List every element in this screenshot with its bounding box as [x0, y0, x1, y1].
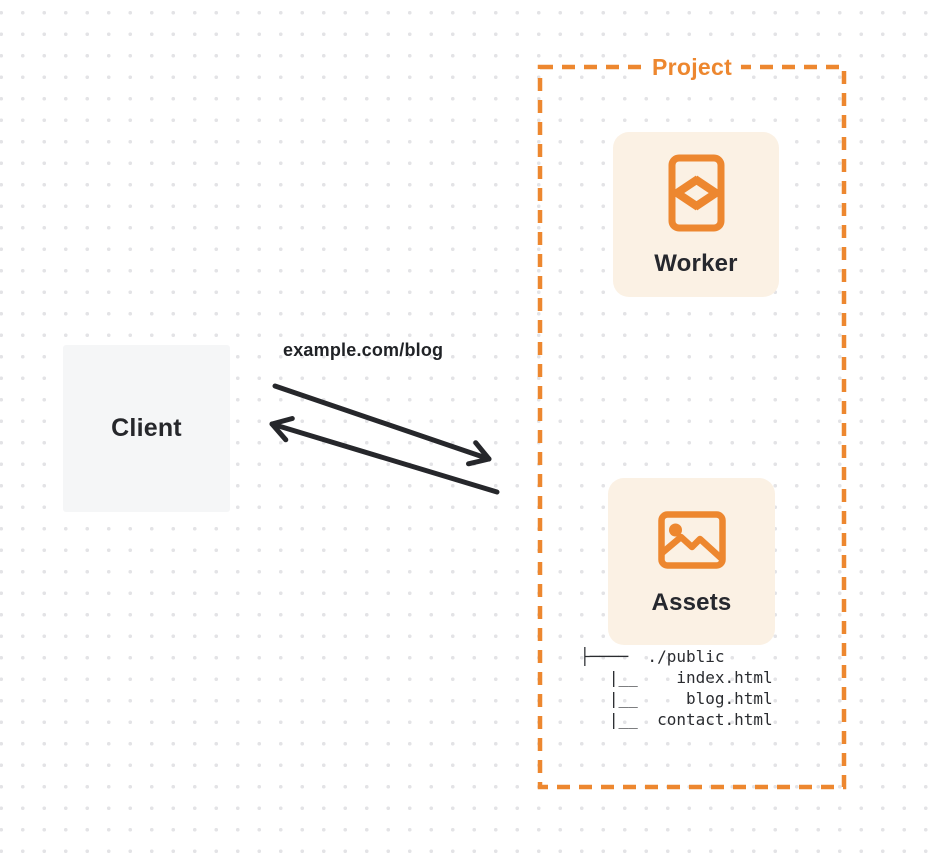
- client-node: Client: [63, 345, 230, 512]
- worker-node: Worker: [613, 132, 779, 297]
- project-to-client-arrow: [269, 416, 500, 495]
- assets-node: Assets: [608, 478, 775, 645]
- picture-icon: [657, 510, 726, 569]
- worker-label: Worker: [654, 249, 738, 277]
- request-url-label: example.com/blog: [283, 340, 444, 360]
- client-to-project-arrow: [272, 383, 492, 467]
- client-label: Client: [111, 414, 182, 442]
- code-document-icon: [668, 154, 724, 231]
- assets-file-tree: ├──── ./public |__ index.html |__ blog.h…: [580, 647, 773, 729]
- assets-label: Assets: [651, 588, 732, 616]
- project-group-label: Project: [642, 53, 742, 81]
